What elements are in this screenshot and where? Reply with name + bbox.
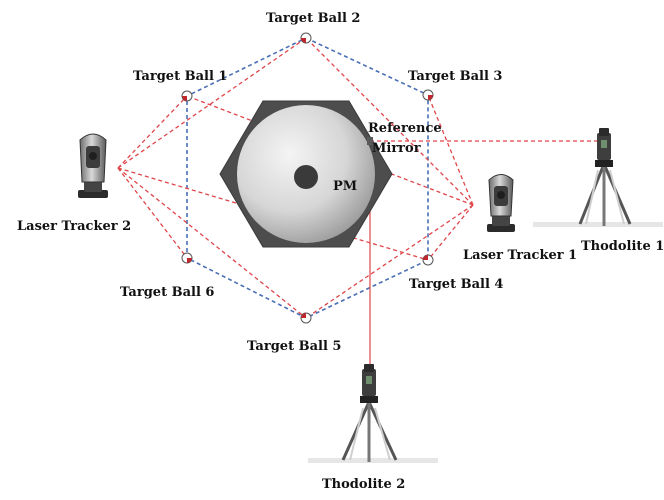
target-ball-5-icon — [300, 312, 312, 324]
label-reference-mirror-line1: Reference — [368, 121, 442, 136]
label-target-ball-1: Target Ball 1 — [133, 69, 227, 84]
laser-tracker-2-icon — [78, 133, 108, 198]
label-target-ball-5: Target Ball 5 — [247, 339, 341, 354]
mirror-center-hole — [294, 165, 318, 189]
laser-tracker-1-sightlines — [186, 37, 474, 319]
label-target-ball-3: Target Ball 3 — [408, 69, 502, 84]
label-target-ball-6: Target Ball 6 — [120, 285, 214, 300]
label-pm: PM — [333, 179, 357, 194]
reference-mirror-marker — [367, 137, 373, 145]
target-ball-1-icon — [181, 90, 193, 102]
label-laser-tracker-1: Laser Tracker 1 — [463, 248, 577, 263]
target-ball-4-icon — [422, 254, 434, 266]
label-thodolite-2: Thodolite 2 — [322, 477, 405, 492]
label-target-ball-2: Target Ball 2 — [266, 11, 360, 26]
target-ball-6-icon — [181, 252, 193, 264]
thodolite-1-icon — [533, 128, 663, 227]
label-thodolite-1: Thodolite 1 — [581, 239, 664, 254]
target-ball-markers — [181, 32, 434, 324]
laser-tracker-1-icon — [487, 174, 515, 232]
primary-mirror-assembly — [219, 100, 393, 248]
target-ball-3-icon — [422, 89, 434, 101]
label-target-ball-4: Target Ball 4 — [409, 277, 503, 292]
label-laser-tracker-2: Laser Tracker 2 — [17, 219, 131, 234]
target-ball-2-icon — [300, 32, 312, 44]
thodolite-2-icon — [308, 364, 438, 463]
label-reference-mirror-line2: Mirror — [372, 141, 421, 156]
